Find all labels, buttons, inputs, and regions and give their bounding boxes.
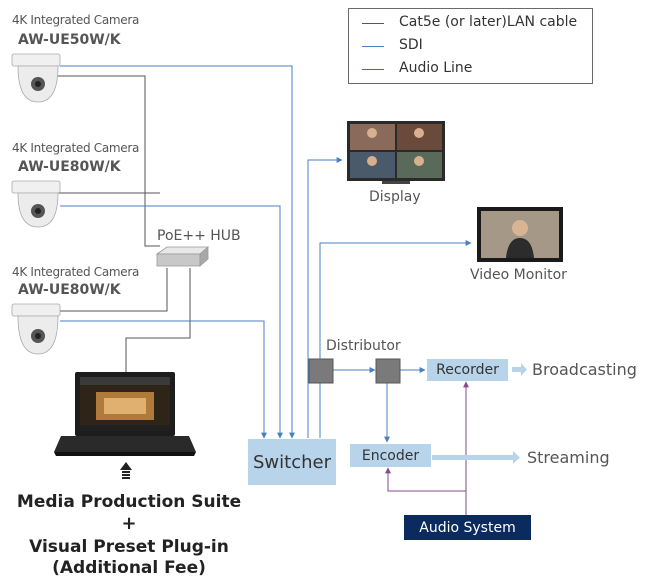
lan-line-camera1 (58, 75, 160, 247)
legend: Cat5e (or later)LAN cable SDI Audio Line (348, 8, 593, 84)
audio-lines (385, 381, 469, 515)
camera-3-model: AW-UE80W/K (18, 282, 121, 298)
audio-line-swatch (362, 69, 384, 70)
camera-1-model: AW-UE50W/K (18, 32, 121, 48)
broadcast-arrow-head (521, 363, 527, 376)
camera-1-type: 4K Integrated Camera (12, 13, 140, 27)
camera-3-type: 4K Integrated Camera (12, 265, 140, 279)
sdi-line-camera1 (60, 65, 295, 439)
output-arrows (432, 363, 527, 464)
lan-line-swatch (362, 23, 384, 24)
streaming-arrow-shaft (432, 455, 514, 460)
sdi-lines (60, 65, 472, 443)
software-plus: + (121, 513, 137, 534)
poe-hub-label: PoE++ HUB (157, 228, 241, 244)
broadcast-arrow-shaft (512, 367, 522, 372)
legend-label-lan: Cat5e (or later)LAN cable (399, 14, 578, 30)
legend-item-lan: Cat5e (or later)LAN cable (349, 14, 592, 34)
encoder-box: Encoder (350, 444, 431, 467)
camera-icon-3 (11, 303, 61, 355)
lan-lines (58, 75, 191, 372)
distributor-label: Distributor (326, 338, 401, 354)
lan-line-pc (125, 268, 191, 372)
recorder-box: Recorder (427, 359, 508, 381)
plugin-fee-note: (Additional Fee) (52, 558, 206, 578)
poe-hub-icon (155, 246, 210, 267)
streaming-arrow-head (513, 451, 520, 464)
camera-icon-2 (11, 180, 61, 228)
lan-line-camera3 (58, 268, 168, 312)
legend-item-sdi: SDI (349, 37, 592, 57)
switcher-box: Switcher (248, 439, 336, 485)
audio-line-encoder (385, 467, 466, 492)
display-label: Display (369, 189, 421, 205)
camera-2-model: AW-UE80W/K (18, 159, 121, 175)
software-title: Media Production Suite (16, 492, 242, 512)
up-arrow-icon (120, 462, 132, 479)
display-icon (347, 121, 445, 184)
sdi-line-camera3 (60, 320, 267, 439)
sdi-line-camera2 (60, 205, 283, 439)
streaming-label: Streaming (527, 448, 610, 467)
broadcasting-label: Broadcasting (532, 360, 637, 379)
laptop-icon (54, 372, 196, 456)
video-monitor-label: Video Monitor (470, 267, 567, 283)
plugin-title: Visual Preset Plug-in (29, 537, 229, 557)
video-monitor-icon (477, 207, 563, 262)
sdi-line-swatch (362, 46, 384, 47)
distributor-block-2 (375, 358, 401, 384)
camera-icon-1 (11, 53, 61, 103)
legend-label-sdi: SDI (399, 37, 423, 53)
sdi-line-display (307, 157, 343, 438)
camera-2-type: 4K Integrated Camera (12, 141, 140, 155)
distributor-block-1 (308, 358, 334, 384)
audio-system-box: Audio System (404, 515, 531, 540)
legend-item-audio: Audio Line (349, 60, 592, 80)
legend-label-audio: Audio Line (399, 60, 473, 76)
